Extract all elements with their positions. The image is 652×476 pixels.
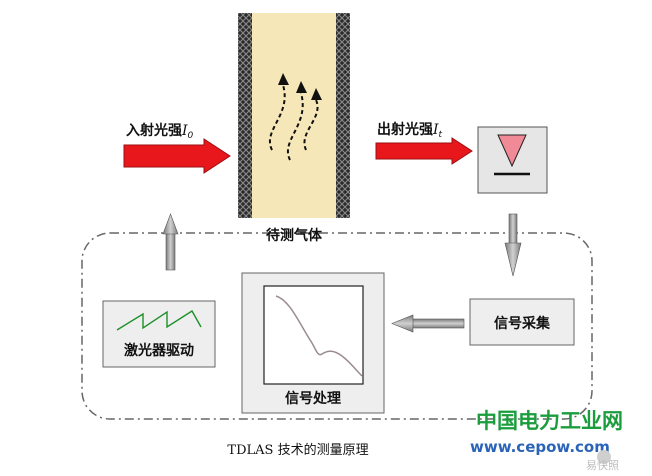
sawtooth-waveform-icon	[116, 310, 202, 331]
cell-wall-right	[336, 13, 350, 218]
watermark-title: 中国电力工业网	[476, 409, 623, 433]
gas-label: 待测气体	[266, 227, 323, 244]
detector-output-arrow	[504, 213, 522, 277]
acquisition-to-processing-arrow	[391, 314, 465, 333]
transmitted-light-arrow	[375, 137, 473, 165]
signal-processing-label: 信号处理	[285, 390, 341, 407]
transmitted-label: 出射光强It	[377, 121, 443, 140]
wechat-icon	[597, 450, 611, 464]
signal-acquisition-label: 信号采集	[494, 315, 551, 332]
watermark-tag: 易快照	[586, 459, 619, 472]
signal-processing-box: 信号处理	[241, 272, 385, 414]
gas-cell	[238, 13, 350, 218]
incident-light-arrow	[123, 138, 231, 174]
cell-interior	[252, 13, 336, 218]
diagram-caption: TDLAS 技术的测量原理	[227, 442, 368, 458]
photodetector	[477, 126, 548, 194]
photodiode-icon	[497, 134, 527, 168]
system-enclosure	[81, 232, 593, 420]
processing-plot-area	[263, 285, 364, 385]
laser-driver-label: 激光器驱动	[124, 342, 194, 359]
watermark-url: www.cepow.com	[470, 438, 610, 456]
watermark: 中国电力工业网 www.cepow.com 易快照	[470, 409, 623, 472]
absorption-curve	[275, 295, 363, 377]
signal-acquisition-box: 信号采集	[469, 298, 575, 346]
laser-feedback-arrow	[162, 213, 179, 271]
laser-driver-box: 激光器驱动	[102, 300, 216, 368]
cell-wall-left	[238, 13, 252, 218]
incident-label: 入射光强I0	[126, 122, 194, 141]
gas-flow-arrows-icon	[269, 84, 319, 161]
